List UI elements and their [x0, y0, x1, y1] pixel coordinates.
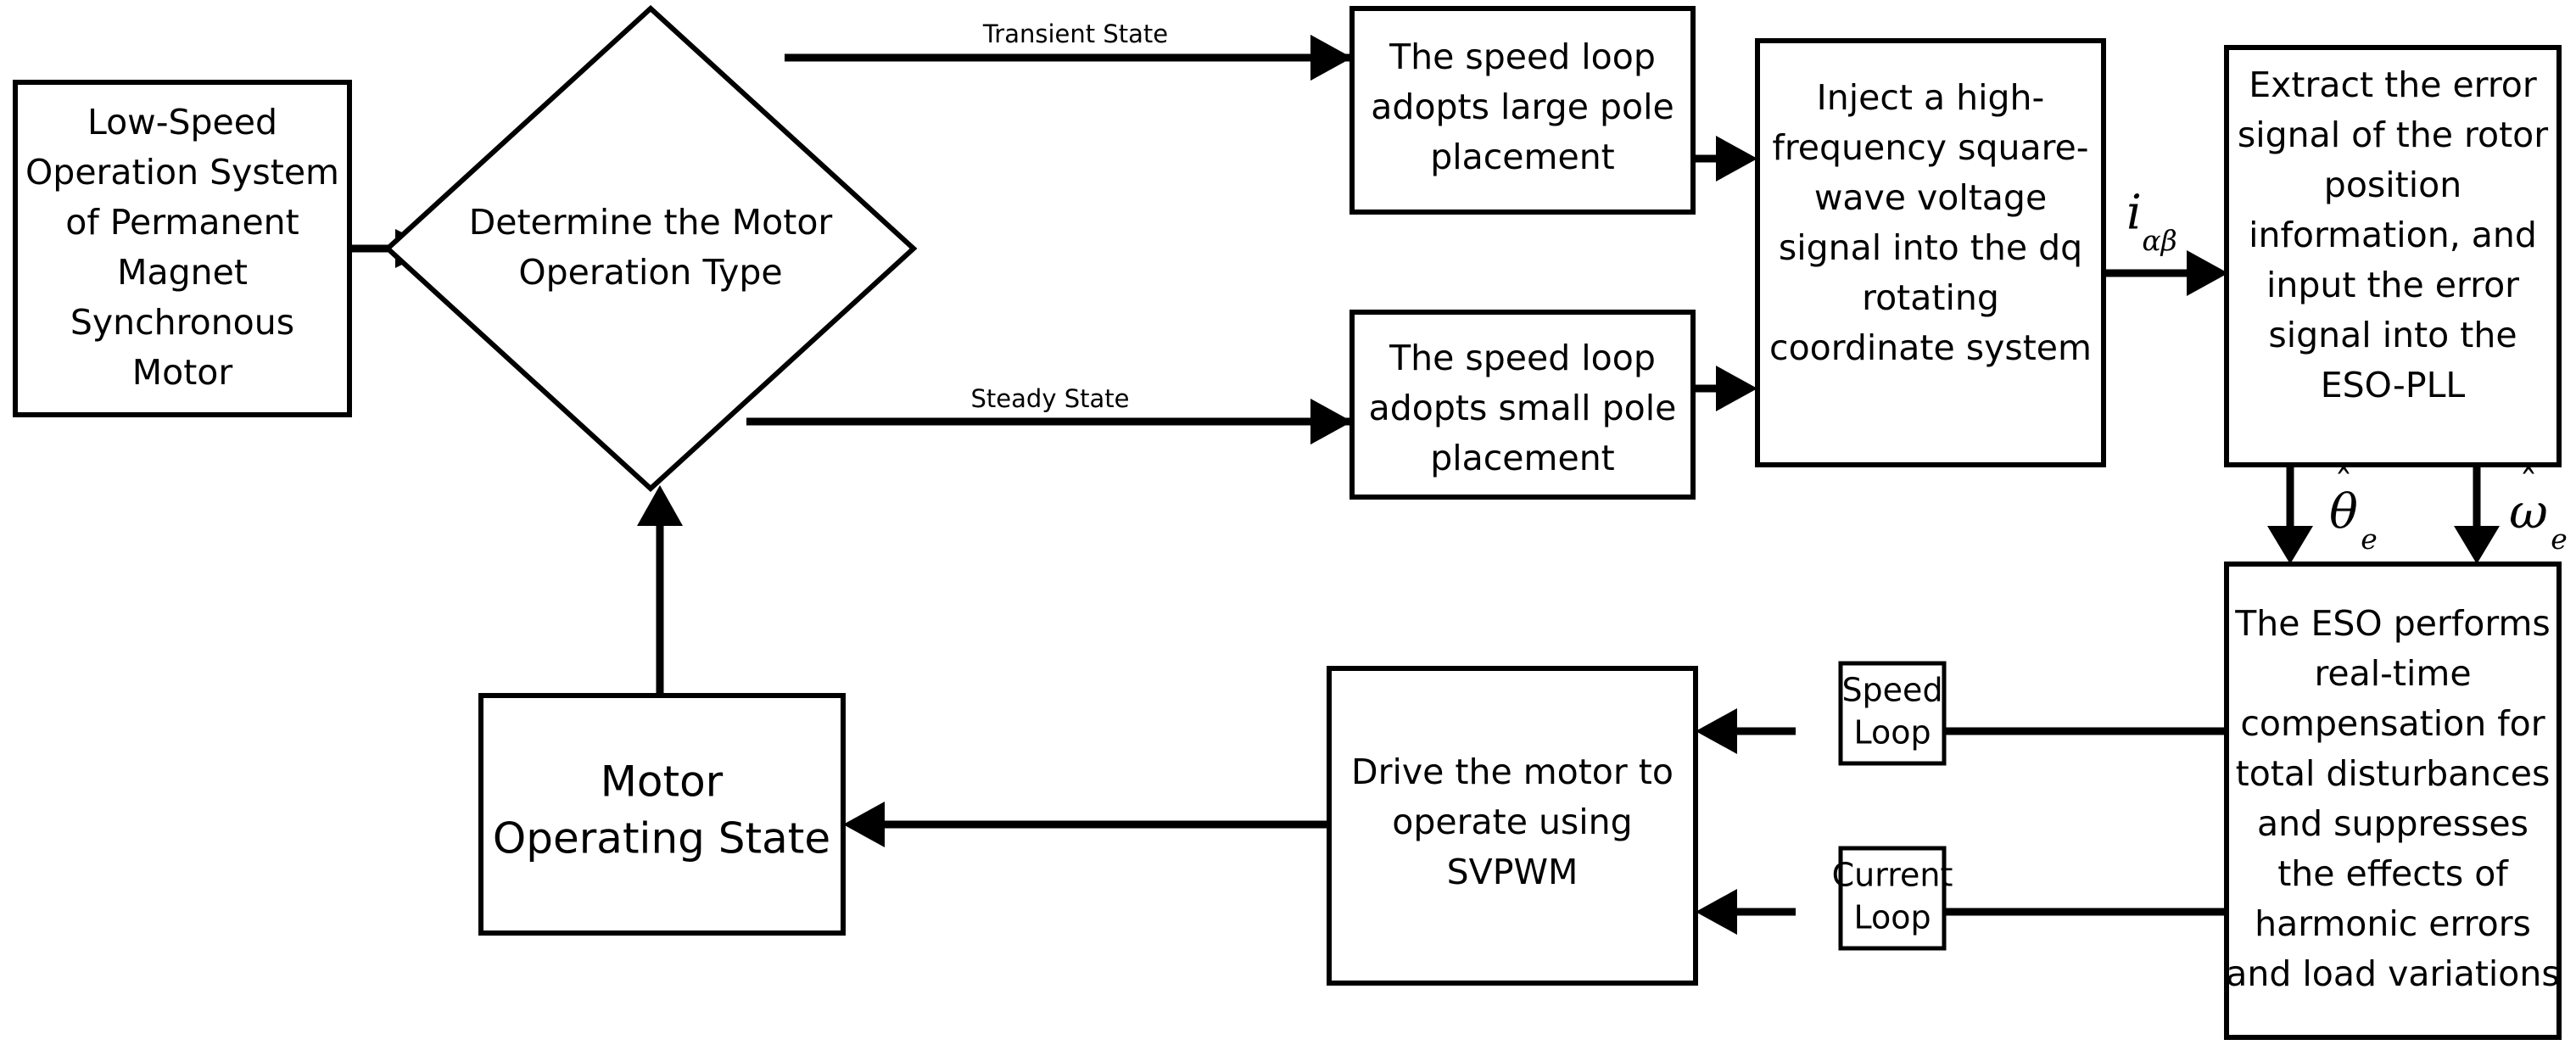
node-motor-state-line-0: Motor: [601, 757, 724, 807]
edge-inject-to-extract: [2104, 250, 2228, 296]
node-svpwm-line-0: Drive the motor to: [1351, 752, 1674, 792]
node-start-line-3: Magnet: [117, 252, 248, 293]
node-large-pole-line-1: adopts large pole: [1371, 87, 1674, 127]
node-small-pole-placement[interactable]: The speed loop adopts small pole placeme…: [1349, 310, 1696, 500]
node-inject-line-2: wave voltage: [1814, 177, 2047, 218]
math-omega-sub: e: [2551, 522, 2568, 556]
node-start-line-2: of Permanent: [65, 202, 299, 243]
edge-extract-to-eso-omega: [2454, 464, 2500, 564]
node-eso-line-0: The ESO performs: [2234, 603, 2551, 644]
node-decision[interactable]: Determine the Motor Operation Type: [383, 4, 918, 493]
node-speed-loop-line-0: Speed: [1841, 672, 1942, 709]
diamond-branch-stubs: [746, 35, 1352, 444]
node-eso-line-5: the effects of: [2277, 853, 2509, 894]
node-eso-line-6: harmonic errors: [2255, 903, 2531, 944]
math-theta-hat: ˆ: [2334, 463, 2353, 506]
node-inject-hf-signal[interactable]: Inject a high- frequency square- wave vo…: [1755, 38, 2106, 467]
node-inject-line-4: rotating: [1862, 277, 1999, 318]
node-extract-line-4: input the error: [2266, 265, 2519, 305]
node-motor-state-line-1: Operating State: [493, 814, 830, 863]
node-decision-line-0: Determine the Motor: [469, 202, 833, 243]
math-omega-hat: ˆ: [2519, 463, 2538, 506]
edge-extract-to-eso-theta: [2267, 464, 2313, 564]
node-motor-operating-state[interactable]: Motor Operating State: [478, 693, 846, 936]
node-extract-line-5: signal into the: [2268, 315, 2517, 355]
node-eso-line-1: real-time: [2314, 653, 2471, 694]
math-label-theta-hat-e: ˆ θ e: [2329, 463, 2378, 556]
node-start-line-5: Motor: [132, 352, 233, 393]
node-svpwm-line-2: SVPWM: [1447, 852, 1579, 892]
math-theta-sub: e: [2361, 522, 2378, 556]
node-inject-line-3: signal into the dq: [1779, 227, 2082, 268]
math-theta-base: θ: [2329, 485, 2358, 540]
node-large-pole-line-2: placement: [1430, 137, 1615, 177]
node-extract-line-2: position: [2324, 165, 2461, 205]
node-eso-line-7: and load variations: [2226, 953, 2559, 994]
math-i-sub: αβ: [2142, 224, 2176, 257]
node-inject-line-0: Inject a high-: [1817, 77, 2045, 118]
node-small-pole-line-0: The speed loop: [1389, 338, 1656, 378]
edge-label-transient-state: Transient State: [982, 20, 1168, 48]
node-eso-line-2: compensation for: [2240, 703, 2545, 744]
edge-label-steady-state: Steady State: [971, 384, 1130, 413]
node-extract-line-0: Extract the error: [2249, 64, 2537, 105]
node-decision-line-1: Operation Type: [518, 252, 782, 293]
node-eso-line-4: and suppresses: [2257, 803, 2529, 844]
edge-motor-state-to-decision: [637, 485, 683, 717]
node-inject-line-5: coordinate system: [1769, 327, 2092, 368]
node-eso-line-3: total disturbances: [2236, 753, 2551, 794]
node-start-line-1: Operation System: [25, 152, 339, 193]
node-speed-loop-line-1: Loop: [1853, 714, 1931, 752]
node-inject-line-1: frequency square-: [1772, 127, 2088, 168]
edge-eso-to-current-loop: [1903, 889, 2224, 935]
edge-small-pole-to-inject: [1693, 366, 1757, 411]
node-extract-line-1: signal of the rotor: [2238, 115, 2548, 155]
node-small-pole-line-1: adopts small pole: [1369, 388, 1677, 428]
node-current-loop-line-0: Current: [1832, 857, 1953, 894]
edge-large-pole-to-inject: [1693, 136, 1757, 182]
math-label-i-alphabeta: i αβ: [2126, 186, 2177, 258]
math-omega-base: ω: [2509, 485, 2548, 540]
math-i-base: i: [2126, 186, 2142, 241]
node-drive-motor-svpwm[interactable]: Drive the motor to operate using SVPWM: [1327, 666, 1698, 986]
edge-eso-to-speed-loop: [1903, 708, 2224, 754]
node-large-pole-line-0: The speed loop: [1389, 36, 1656, 77]
node-speed-loop[interactable]: Speed Loop: [1838, 661, 1947, 766]
node-start-line-4: Synchronous: [70, 302, 294, 343]
node-current-loop[interactable]: Current Loop: [1832, 846, 1953, 951]
node-start[interactable]: Low-Speed Operation System of Permanent …: [13, 80, 352, 417]
node-extract-error-signal[interactable]: Extract the error signal of the rotor po…: [2224, 45, 2562, 467]
node-current-loop-line-1: Loop: [1853, 899, 1931, 936]
node-eso-compensation[interactable]: The ESO performs real-time compensation …: [2224, 562, 2562, 1040]
node-large-pole-placement[interactable]: The speed loop adopts large pole placeme…: [1349, 6, 1696, 215]
node-small-pole-line-2: placement: [1430, 438, 1615, 478]
node-start-line-0: Low-Speed: [87, 102, 277, 142]
edge-current-loop-to-svpwm: [1696, 889, 1796, 935]
node-extract-line-6: ESO-PLL: [2321, 365, 2466, 405]
node-extract-line-3: information, and: [2249, 215, 2537, 255]
math-label-omega-hat-e: ˆ ω e: [2509, 463, 2568, 556]
node-svpwm-line-1: operate using: [1392, 802, 1632, 842]
edge-speed-loop-to-svpwm: [1696, 708, 1796, 754]
